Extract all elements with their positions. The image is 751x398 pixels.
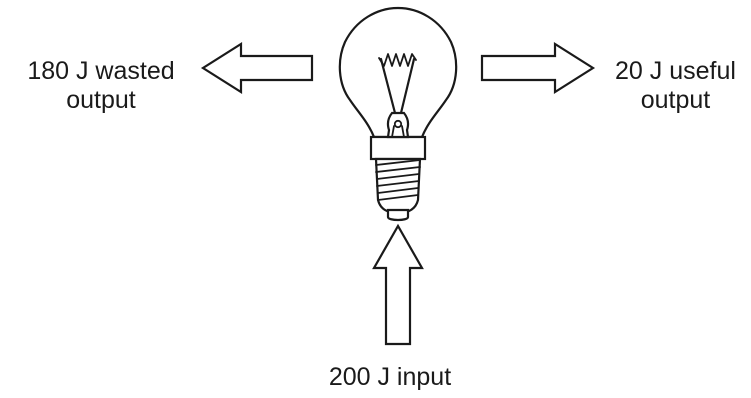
input-amount: 200 J input xyxy=(328,363,452,391)
wasted-output-label: 180 J wasted output xyxy=(5,57,197,115)
useful-output-label: 20 J useful output xyxy=(600,57,751,115)
wasted-output-amount: 180 J wasted xyxy=(27,57,175,85)
useful-output-amount: 20 J useful xyxy=(615,57,736,85)
wasted-output-word: output xyxy=(66,86,136,114)
arrow-left-icon xyxy=(200,42,314,94)
arrow-right-icon xyxy=(480,42,596,94)
arrow-up-icon xyxy=(372,223,424,346)
input-label: 200 J input xyxy=(320,363,460,392)
useful-output-word: output xyxy=(640,86,711,114)
light-bulb-icon xyxy=(338,6,458,222)
